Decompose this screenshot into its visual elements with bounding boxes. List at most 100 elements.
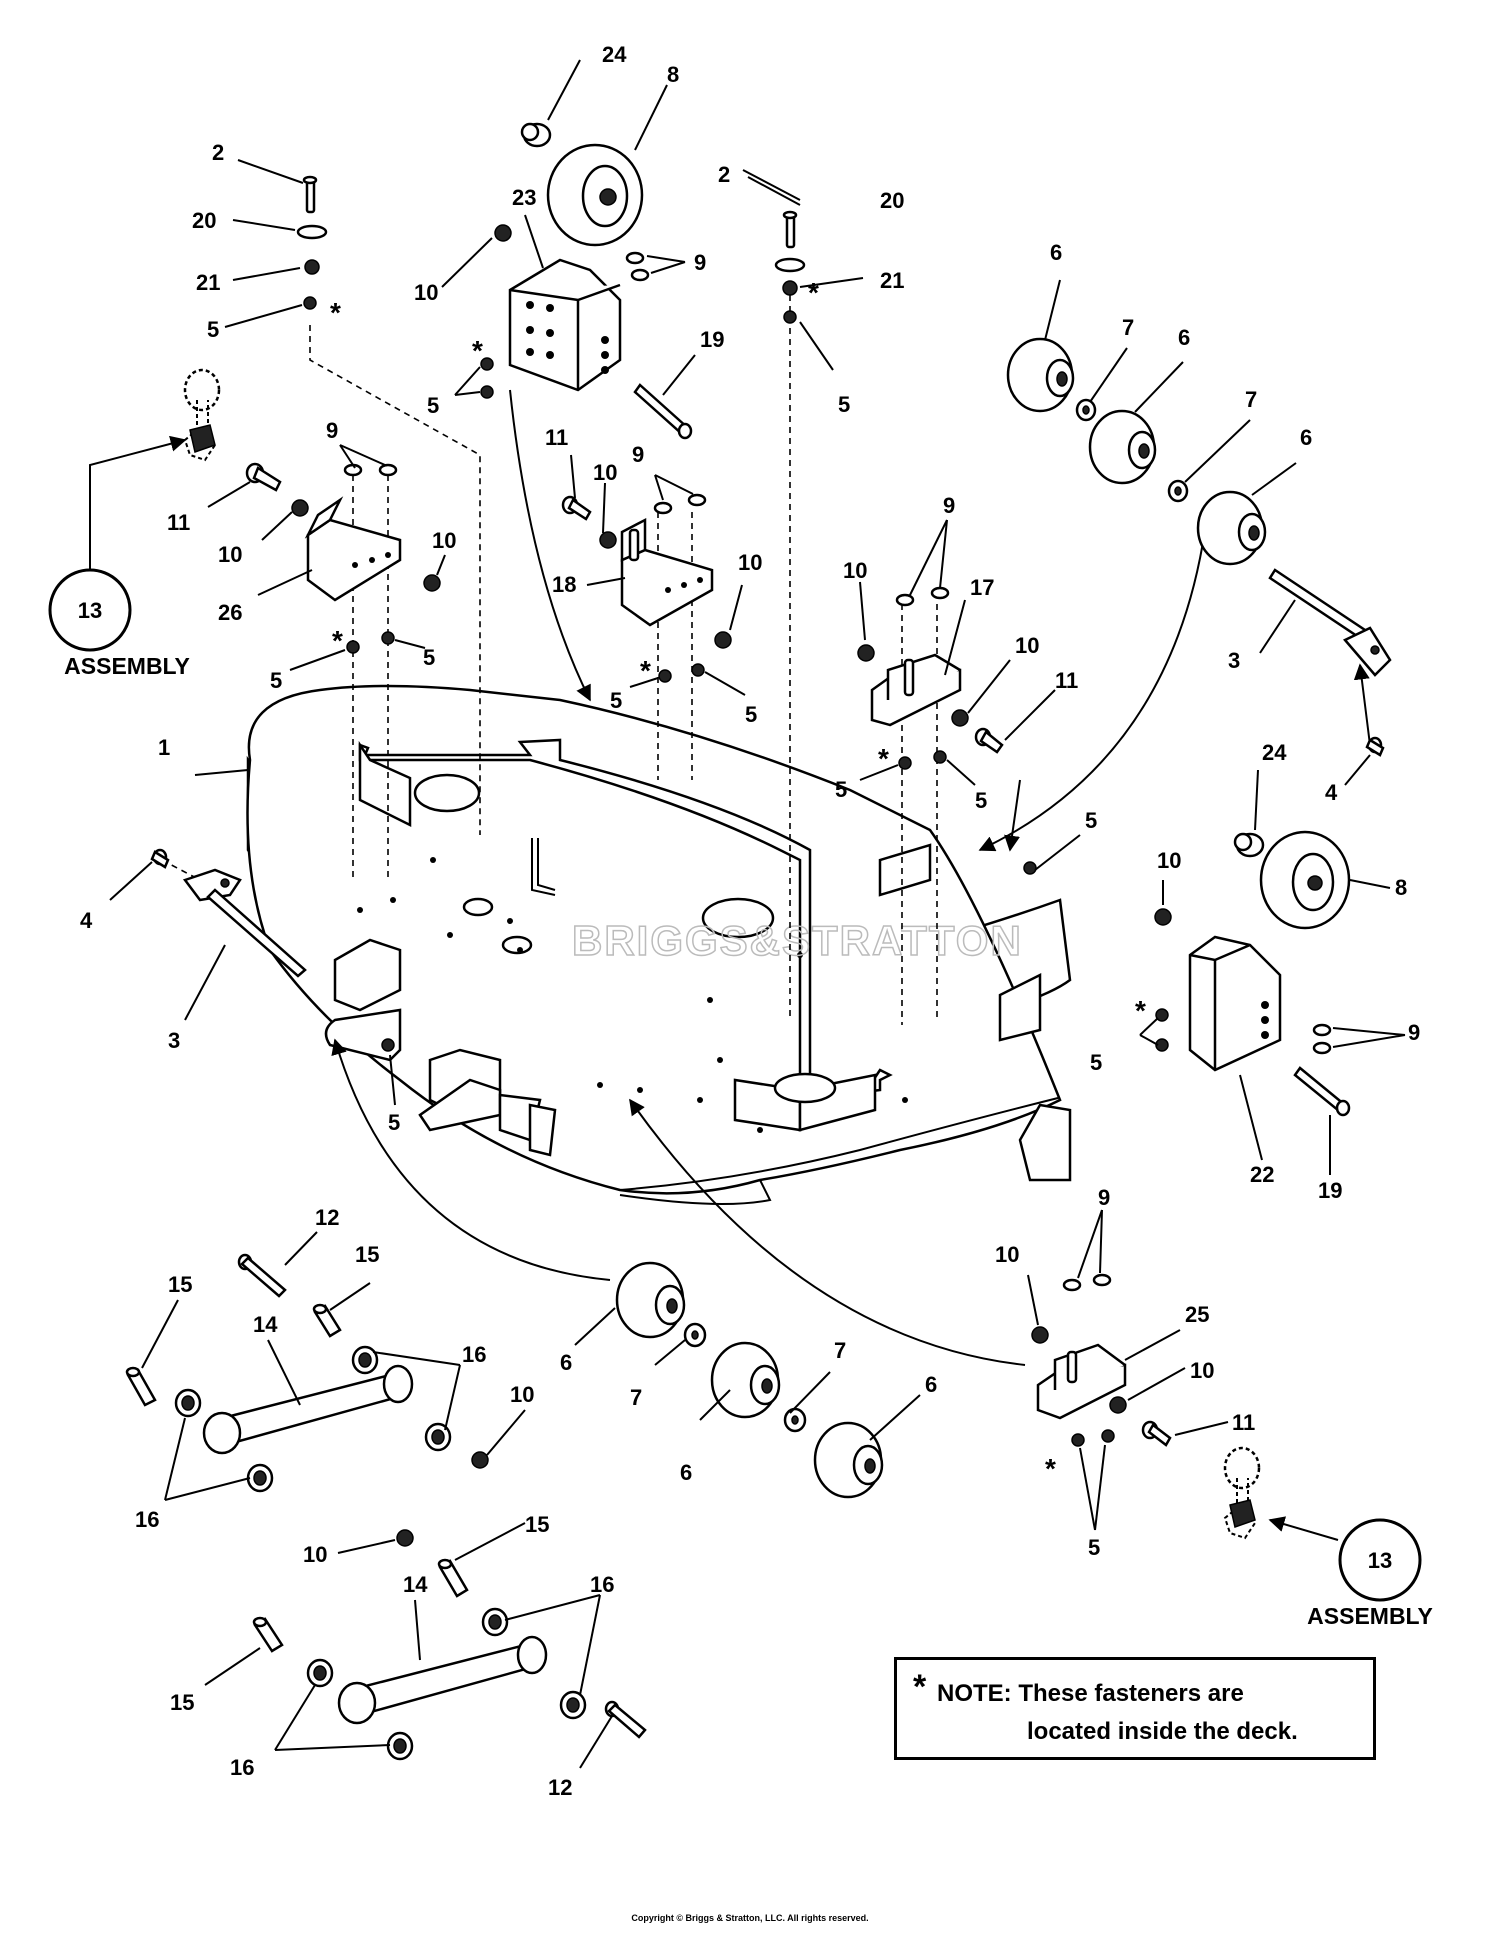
bushings-part-16-lower <box>306 1607 587 1761</box>
spacer-part-24-right <box>1233 832 1265 858</box>
callout-10-link-upper: 10 <box>510 1382 534 1407</box>
callout-8-right: 8 <box>1395 875 1407 900</box>
callout-5-bottom-right: 5 <box>1088 1535 1100 1560</box>
nuts-part-5-bracket-22 <box>1155 1008 1169 1052</box>
callout-10-caster-right: 10 <box>1157 848 1181 873</box>
callout-19-top: 19 <box>700 327 724 352</box>
bolts-part-9-left <box>343 463 398 477</box>
callout-6-c: 6 <box>1300 425 1312 450</box>
nut-part-5-rear <box>1023 861 1037 875</box>
callout-9-top: 9 <box>694 250 706 275</box>
callout-5-bracket-22: 5 <box>1090 1050 1102 1075</box>
pin-part-19-right <box>1293 1066 1351 1117</box>
nut-part-5-top-right <box>783 310 797 324</box>
roller-part-6-d <box>615 1261 686 1339</box>
inside-marker-5-left-top: * <box>330 297 341 328</box>
callout-5-left-top: 5 <box>207 317 219 342</box>
callout-5-right-b: 5 <box>975 788 987 813</box>
bolt-part-2-right <box>782 210 798 249</box>
nut-part-10-link-upper <box>471 1451 489 1469</box>
callout-6-a: 6 <box>1050 240 1062 265</box>
callout-24-top: 24 <box>602 42 627 67</box>
roller-part-6-f <box>813 1421 884 1499</box>
callout-14-lower: 14 <box>403 1572 428 1597</box>
spacer-part-24-top <box>520 122 552 148</box>
link-part-14-upper <box>202 1364 414 1455</box>
callout-20-right: 20 <box>880 188 904 213</box>
wheel-part-8-top <box>546 143 644 247</box>
hitch-assembly-13-icon-right <box>1223 1446 1261 1540</box>
nuts-part-5-bracket-23 <box>480 357 494 399</box>
roller-part-6-e <box>710 1341 781 1419</box>
bolts-part-9-top <box>625 251 650 282</box>
callout-19-right: 19 <box>1318 1178 1342 1203</box>
axle-part-3-right <box>1268 568 1392 677</box>
note-line-1: NOTE: These fasteners are <box>937 1680 1244 1707</box>
callout-10-bottom-right-a: 10 <box>995 1242 1019 1267</box>
callout-7-c: 7 <box>630 1385 642 1410</box>
inside-marker-5-bottom-right: * <box>1045 1453 1056 1484</box>
callout-6-f: 6 <box>925 1372 937 1397</box>
bolt-part-11-right <box>974 727 1004 754</box>
pin-part-15-upper-right <box>312 1303 342 1338</box>
callout-21-left: 21 <box>196 270 220 295</box>
washer-part-7-c <box>683 1322 707 1348</box>
nut-part-10-top <box>494 224 512 242</box>
callout-15-upper-right: 15 <box>355 1242 379 1267</box>
roller-part-6-a <box>1006 337 1075 413</box>
callout-11-bottom-right: 11 <box>1232 1410 1255 1435</box>
callout-10-right: 10 <box>843 558 867 583</box>
nuts-part-5-right <box>898 750 947 770</box>
callout-2-right: 2 <box>718 162 730 187</box>
callout-5-center-b: 5 <box>745 702 757 727</box>
leader-lines <box>109 59 1406 1769</box>
callout-10-right-b: 10 <box>1015 633 1039 658</box>
callout-7-d: 7 <box>834 1338 846 1363</box>
inside-marker-5-left: * <box>332 625 343 656</box>
callout-5-left-a: 5 <box>270 668 282 693</box>
caster-bracket-part-23 <box>508 258 622 392</box>
callout-10-left: 10 <box>218 542 242 567</box>
callout-5-rear: 5 <box>1085 808 1097 833</box>
pin-part-15-lower-left <box>252 1616 284 1653</box>
mower-deck: BRIGGS&STRATTON <box>246 684 1072 1205</box>
callout-9-left: 9 <box>326 418 338 443</box>
callout-11-center: 11 <box>545 425 568 450</box>
bolt-part-11-left <box>245 462 282 492</box>
bolt-part-2-left <box>302 175 318 214</box>
bolt-part-11-center <box>561 495 592 521</box>
nut-part-21-right <box>782 280 798 296</box>
callout-10-link-lower: 10 <box>303 1542 327 1567</box>
callout-18: 18 <box>552 572 576 597</box>
callout-1: 1 <box>158 735 170 760</box>
callout-5-bracket-23: 5 <box>427 393 439 418</box>
nut-part-10-right <box>857 644 875 662</box>
callout-20-left: 20 <box>192 208 216 233</box>
callout-4-right: 4 <box>1325 780 1338 805</box>
note-box: * NOTE: These fasteners are located insi… <box>894 1657 1376 1760</box>
callout-9-bottom-right: 9 <box>1098 1185 1110 1210</box>
nut-part-10-caster-right <box>1154 908 1172 926</box>
bracket-part-25 <box>1036 1343 1127 1420</box>
assembly-13-number-left: 13 <box>78 598 102 623</box>
copyright-text: Copyright © Briggs & Stratton, LLC. All … <box>631 1913 869 1923</box>
hitch-assembly-13-icon-left <box>183 368 221 462</box>
nut-part-10-link-lower <box>396 1529 414 1547</box>
nut-part-21-left <box>304 259 320 275</box>
note-line-2: located inside the deck. <box>1027 1718 1298 1745</box>
callout-10-center: 10 <box>593 460 617 485</box>
callout-16-lower-right: 16 <box>590 1572 614 1597</box>
inside-marker-5-right-top: * <box>808 277 819 308</box>
assembly-13-badge-left: 13 ASSEMBLY <box>48 568 190 679</box>
inside-marker-5-bracket-22: * <box>1135 995 1146 1026</box>
callout-12-lower: 12 <box>548 1775 572 1800</box>
callout-7-a: 7 <box>1122 315 1134 340</box>
nut-part-10-left <box>291 499 309 517</box>
note-marker: * <box>913 1668 927 1706</box>
callout-6-e: 6 <box>680 1460 692 1485</box>
nut-part-10-bottom-right-a <box>1031 1326 1049 1344</box>
pin-part-15-lower-right <box>437 1558 469 1598</box>
link-part-14-lower <box>337 1635 548 1725</box>
inside-marker-5-center: * <box>640 655 651 686</box>
callout-17: 17 <box>970 575 994 600</box>
